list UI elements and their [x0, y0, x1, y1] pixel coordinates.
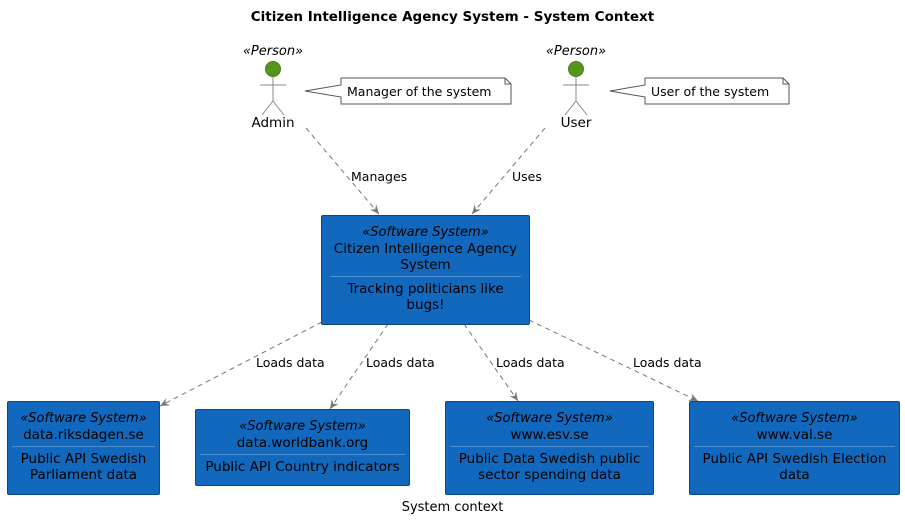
external-system-val: «Software System» www.val.se Public API … — [689, 401, 900, 495]
diagram-title: Citizen Intelligence Agency System - Sys… — [250, 9, 655, 25]
system-divider — [694, 446, 895, 447]
edge-loads-riksdagen — [159, 321, 323, 407]
system-description: Public API Swedish Election data — [702, 451, 887, 483]
person-figure-icon — [563, 61, 589, 116]
admin-note-text: Manager of the system — [347, 84, 492, 99]
system-stereotype: «Software System» — [731, 411, 858, 426]
system-name: Citizen Intelligence Agency System — [333, 241, 518, 273]
person-admin: «Person» Admin — [228, 44, 318, 131]
edge-user-uses — [471, 127, 546, 215]
admin-name: Admin — [251, 115, 295, 131]
edge-loads-worldbank — [329, 323, 389, 410]
diagram-caption: System context — [401, 500, 504, 515]
admin-note-shape — [304, 77, 512, 105]
system-name: www.val.se — [756, 427, 833, 443]
user-name: User — [560, 115, 592, 131]
label-loads-riksdagen: Loads data — [256, 355, 325, 370]
system-description: Public API Country indicators — [205, 459, 400, 475]
system-divider — [12, 446, 155, 447]
external-system-esv: «Software System» www.esv.se Public Data… — [445, 401, 654, 495]
system-stereotype: «Software System» — [362, 225, 489, 240]
edge-loads-val — [528, 319, 699, 402]
user-note-text: User of the system — [651, 84, 770, 99]
edge-loads-esv — [463, 323, 519, 402]
label-loads-worldbank: Loads data — [366, 355, 435, 370]
edge-admin-manages — [305, 127, 380, 215]
system-divider — [200, 454, 405, 455]
system-name: data.worldbank.org — [236, 435, 369, 451]
user-note-shape — [609, 77, 790, 105]
system-description: Public Data Swedish public sector spendi… — [458, 451, 641, 483]
system-divider — [330, 276, 521, 277]
label-loads-esv: Loads data — [496, 355, 565, 370]
person-user: «Person» User — [531, 44, 621, 131]
system-name: www.esv.se — [510, 427, 589, 443]
system-stereotype: «Software System» — [486, 411, 613, 426]
system-stereotype: «Software System» — [20, 411, 147, 426]
person-figure-icon — [260, 61, 286, 116]
system-description: Public API Swedish Parliament data — [20, 451, 147, 483]
system-description: Tracking politicians like bugs! — [347, 281, 504, 313]
system-citizen-intelligence-agency: «Software System» Citizen Intelligence A… — [321, 215, 530, 325]
system-divider — [450, 446, 649, 447]
system-name: data.riksdagen.se — [23, 427, 144, 443]
admin-stereotype: «Person» — [242, 44, 304, 59]
label-loads-val: Loads data — [633, 355, 702, 370]
external-system-worldbank: «Software System» data.worldbank.org Pub… — [195, 409, 410, 486]
external-system-riksdagen: «Software System» data.riksdagen.se Publ… — [7, 401, 160, 495]
label-uses: Uses — [512, 169, 542, 184]
label-manages: Manages — [351, 169, 407, 184]
user-stereotype: «Person» — [545, 44, 607, 59]
system-stereotype: «Software System» — [239, 419, 366, 434]
